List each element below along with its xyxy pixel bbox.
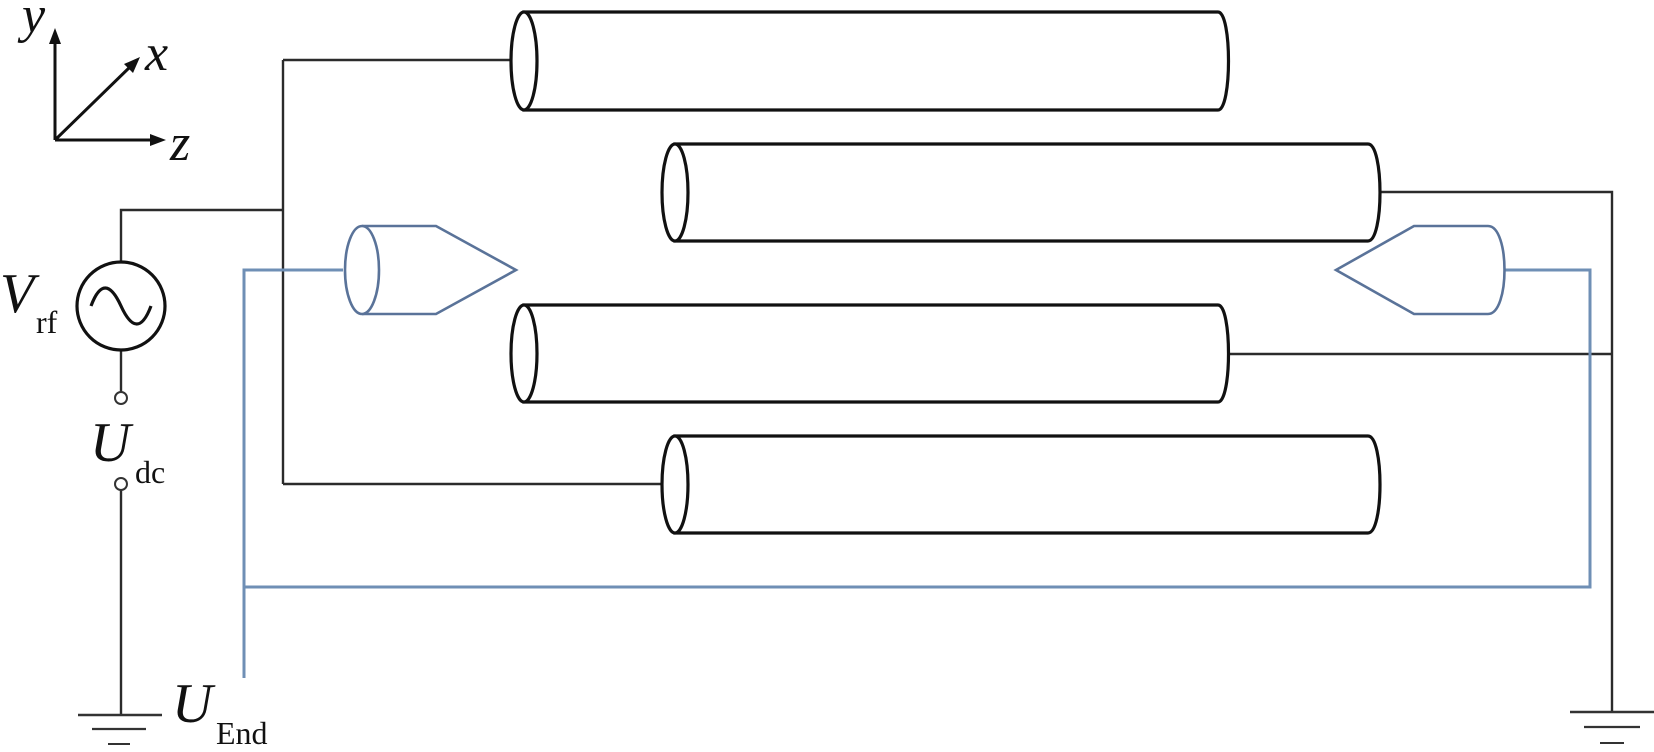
rod-top-body [522, 10, 1231, 112]
rod-lower-left-cap [509, 303, 539, 404]
right-bus-wire [1380, 190, 1614, 712]
terminal-node-icon [114, 477, 128, 491]
rf-wiring [119, 58, 1614, 715]
rod-upper-right-body [673, 142, 1382, 243]
x-axis-label: x [144, 25, 168, 82]
right-ground [1570, 710, 1654, 744]
right-lens-cone [1333, 224, 1488, 316]
rod-bottom-body [673, 434, 1382, 535]
x-axis [53, 63, 134, 142]
right-lens-cap [1487, 224, 1506, 316]
udc-symbol: U [90, 412, 134, 474]
end-electrode-wiring [242, 268, 1592, 678]
source-to-bus-wire [119, 208, 283, 262]
rod-bottom [660, 434, 1382, 535]
dc-source: U dc [90, 391, 165, 491]
left-lens-wire [242, 268, 343, 678]
y-axis-label: y [17, 0, 46, 44]
z-axis-label: z [169, 115, 190, 172]
left-lens-cap [343, 224, 381, 316]
rf-source: V rf [0, 260, 167, 352]
coordinate-axes: y x z [17, 0, 190, 172]
left-lens-cone [362, 224, 519, 316]
y-axis-arrowhead [49, 28, 61, 44]
rod-upper-right-cap [660, 142, 690, 243]
vrf-symbol: V [0, 263, 40, 325]
uend-label: U End [172, 673, 268, 751]
right-end-lens [1333, 224, 1506, 316]
left-end-lens [343, 224, 519, 316]
right-lens-wire [244, 268, 1592, 589]
udc-subscript: dc [135, 454, 165, 490]
vrf-subscript: rf [36, 304, 58, 340]
rod-top [509, 10, 1231, 112]
left-ground [78, 713, 162, 745]
x-axis-arrowhead [124, 57, 140, 73]
rod-lower-left [509, 303, 1231, 404]
uend-subscript: End [216, 715, 268, 751]
rod-bottom-cap [660, 434, 690, 535]
z-axis-arrowhead [150, 134, 166, 146]
uend-symbol: U [172, 673, 216, 735]
rod-upper-right [660, 142, 1382, 243]
rod-lower-left-body [522, 303, 1231, 404]
rod-top-cap [509, 10, 539, 112]
terminal-node-icon [114, 391, 128, 405]
sine-wave-icon [89, 286, 153, 326]
